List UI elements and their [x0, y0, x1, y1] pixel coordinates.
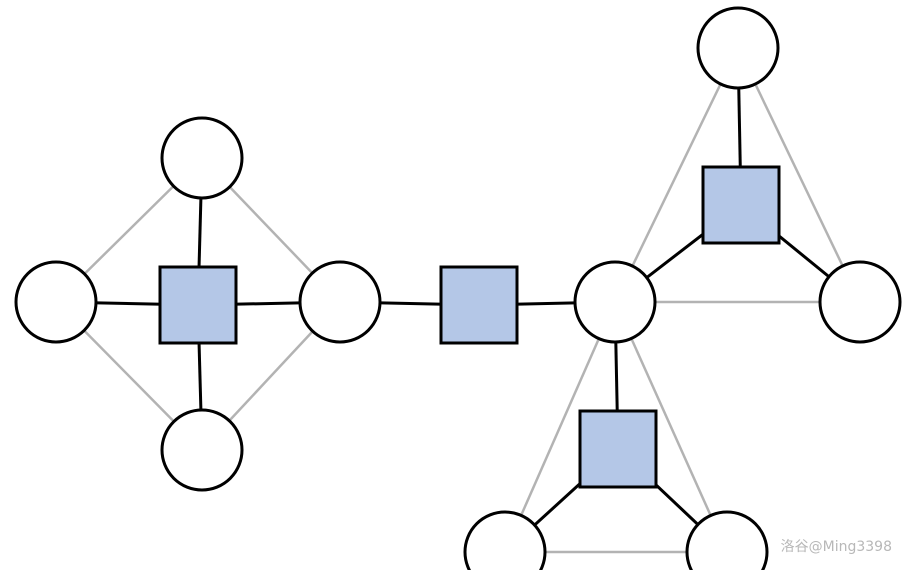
square-nodes — [158, 165, 781, 489]
clique-edge — [503, 301, 617, 553]
circle-node — [696, 6, 780, 90]
circle-node — [298, 260, 382, 344]
circle-node — [818, 260, 902, 344]
square-node — [701, 165, 781, 245]
square-node — [158, 265, 238, 345]
clique-edge — [736, 47, 862, 303]
square-node — [439, 265, 519, 345]
watermark-text: 洛谷@Ming3398 — [780, 539, 892, 555]
clique-edge — [613, 47, 740, 303]
circle-node — [160, 408, 244, 492]
square-node — [578, 409, 658, 489]
circle-node — [685, 510, 769, 570]
circle-node — [463, 510, 547, 570]
circle-nodes — [14, 6, 902, 570]
clique-edge — [613, 301, 729, 553]
circle-node — [160, 116, 244, 200]
circle-node — [573, 260, 657, 344]
circle-node — [14, 260, 98, 344]
